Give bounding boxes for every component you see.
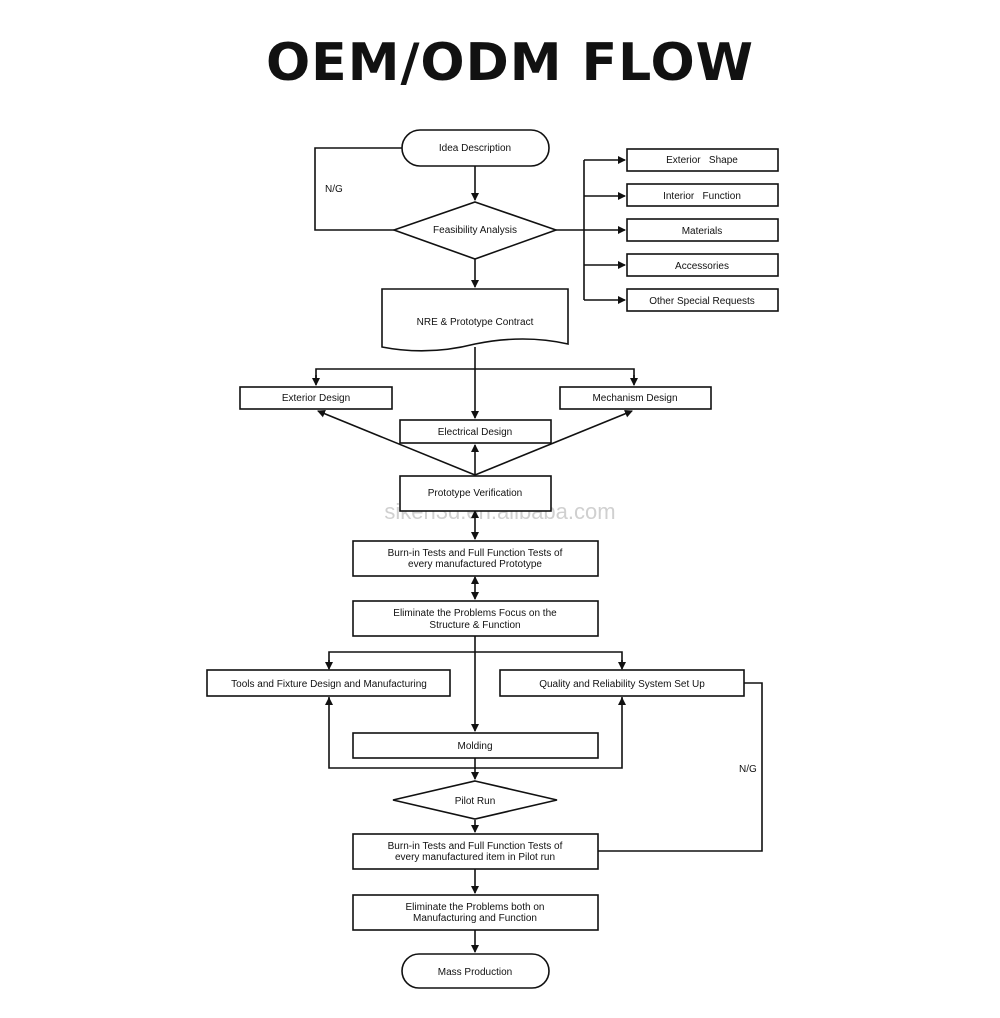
node-accessories: Accessories xyxy=(626,253,779,277)
node-molding: Molding xyxy=(352,732,599,759)
mass-production-label: Mass Production xyxy=(438,967,512,978)
molding-label: Molding xyxy=(457,741,492,752)
node-interior-function: Interior Function xyxy=(626,183,779,207)
node-prototype-verification: Prototype Verification xyxy=(399,475,552,512)
eliminate-structure-line2: Structure & Function xyxy=(429,620,520,631)
burnin-pilot-line2: every manufactured item in Pilot run xyxy=(395,852,555,863)
node-burnin-pilot: Burn-in Tests and Full Function Tests of… xyxy=(352,833,599,870)
nre-contract-label: NRE & Prototype Contract xyxy=(417,317,534,328)
node-eliminate-manufacturing: Eliminate the Problems both on Manufactu… xyxy=(352,894,599,931)
exterior-design-label: Exterior Design xyxy=(282,393,350,404)
eliminate-structure-line1: Eliminate the Problems Focus on the xyxy=(393,608,557,619)
node-eliminate-structure: Eliminate the Problems Focus on the Stru… xyxy=(352,600,599,637)
burnin-pilot-line1: Burn-in Tests and Full Function Tests of xyxy=(388,841,563,852)
ng-loop-top xyxy=(314,147,402,231)
node-exterior-shape: Exterior Shape xyxy=(626,148,779,172)
eliminate-manufacturing-line1: Eliminate the Problems both on xyxy=(406,902,545,913)
arrow-verification-to-exterior xyxy=(317,409,476,476)
other-requests-label: Other Special Requests xyxy=(649,296,755,307)
node-materials: Materials xyxy=(626,218,779,242)
node-tools-fixture: Tools and Fixture Design and Manufacturi… xyxy=(206,669,451,697)
node-mechanism-design: Mechanism Design xyxy=(559,386,712,410)
eliminate-manufacturing-line2: Manufacturing and Function xyxy=(413,913,537,924)
electrical-design-label: Electrical Design xyxy=(438,427,512,438)
burnin-prototype-line1: Burn-in Tests and Full Function Tests of xyxy=(388,548,563,559)
node-nre-contract: NRE & Prototype Contract xyxy=(381,288,569,352)
accessories-label: Accessories xyxy=(675,261,729,272)
ng-label-right: N/G xyxy=(739,764,757,775)
node-exterior-design: Exterior Design xyxy=(239,386,393,410)
node-electrical-design: Electrical Design xyxy=(399,419,552,444)
node-mass-production: Mass Production xyxy=(401,953,550,989)
ng-label-top: N/G xyxy=(325,184,343,195)
node-other-requests: Other Special Requests xyxy=(626,288,779,312)
ng-loop-right xyxy=(598,682,763,852)
node-quality-system: Quality and Reliability System Set Up xyxy=(499,669,745,697)
node-burnin-prototype: Burn-in Tests and Full Function Tests of… xyxy=(352,540,599,577)
mechanism-design-label: Mechanism Design xyxy=(592,393,677,404)
node-idea-description: Idea Description xyxy=(401,129,550,167)
materials-label: Materials xyxy=(682,226,723,237)
quality-system-label: Quality and Reliability System Set Up xyxy=(539,679,705,690)
arrow-verification-to-mechanism xyxy=(474,409,633,476)
tools-fixture-label: Tools and Fixture Design and Manufacturi… xyxy=(231,679,427,690)
interior-function-label: Interior Function xyxy=(663,191,741,202)
node-feasibility-analysis: Feasibility Analysis xyxy=(391,201,559,260)
page-title: OEM/ODM FLOW xyxy=(266,33,754,93)
node-pilot-run: Pilot Run xyxy=(392,780,558,820)
prototype-verification-label: Prototype Verification xyxy=(428,488,523,499)
pilot-run-label: Pilot Run xyxy=(455,796,496,807)
feasibility-analysis-label: Feasibility Analysis xyxy=(433,225,517,236)
connectors xyxy=(312,147,763,953)
burnin-prototype-line2: every manufactured Prototype xyxy=(408,559,542,570)
exterior-shape-label: Exterior Shape xyxy=(666,155,738,166)
idea-description-label: Idea Description xyxy=(439,143,511,154)
